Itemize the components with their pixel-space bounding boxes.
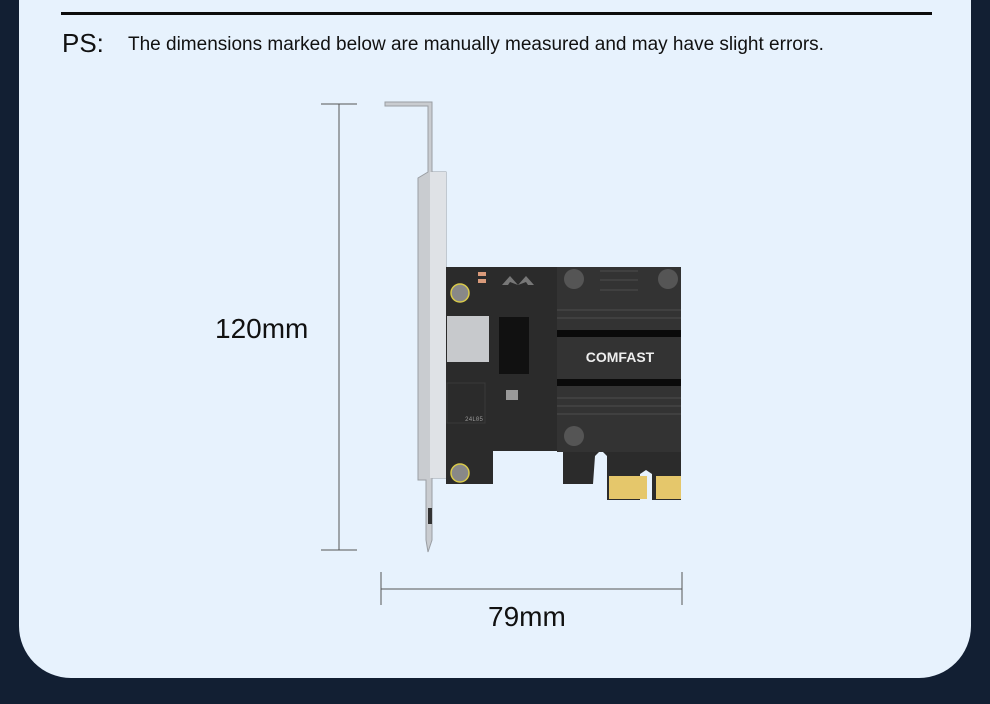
metal-bracket (384, 101, 447, 553)
card-logo-icon (502, 276, 534, 285)
screw (450, 463, 470, 483)
ps-label: PS: (62, 28, 104, 58)
ethernet-chip (499, 317, 529, 374)
width-dimension-label: 79mm (488, 601, 566, 632)
brand-logo: COMFAST (586, 349, 655, 365)
measurement-note: The dimensions marked below are manually… (128, 34, 824, 55)
height-dimension-line (321, 103, 357, 551)
chip-label: 24L05 (465, 416, 483, 423)
gold-fingers (609, 476, 647, 499)
screw (450, 283, 470, 303)
width-dimension-line (380, 572, 683, 605)
rj45-port (447, 316, 489, 362)
network-card-pcb: COMFAST 24L05 (446, 267, 681, 500)
divider (61, 12, 932, 15)
height-dimension-label: 120mm (215, 313, 309, 344)
gold-fingers (656, 476, 681, 499)
